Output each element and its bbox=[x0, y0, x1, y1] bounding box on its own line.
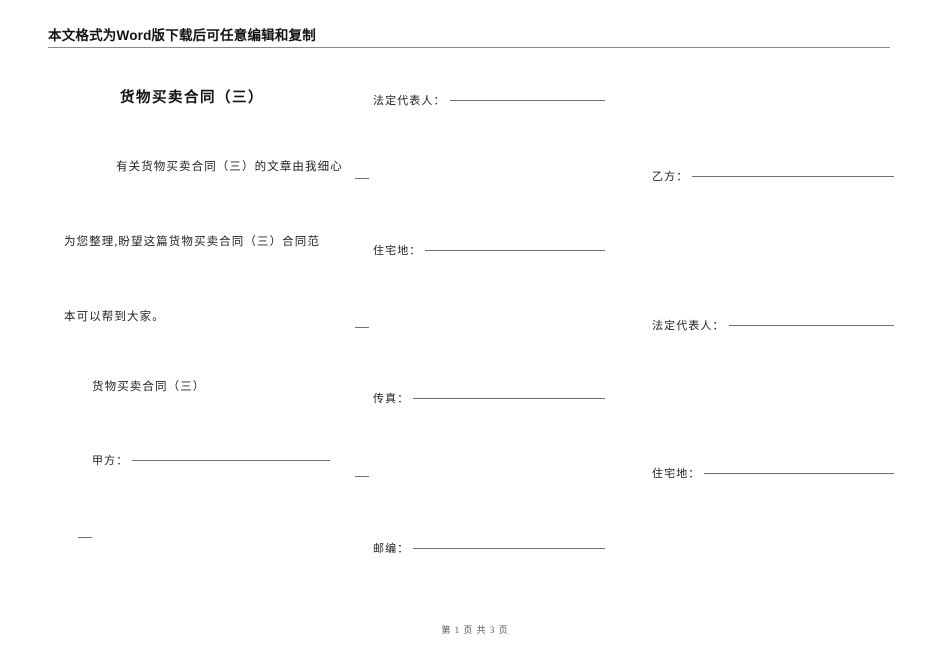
field-address-b[interactable]: 住宅地： bbox=[652, 465, 894, 481]
field-fax-a[interactable]: 传真： bbox=[373, 390, 605, 406]
field-address-b-blank[interactable] bbox=[704, 473, 894, 474]
field-postcode-a-label: 邮编： bbox=[373, 543, 410, 555]
field-address-a-label: 住宅地： bbox=[373, 245, 422, 257]
field-legal-rep-b-label: 法定代表人： bbox=[652, 320, 725, 332]
field-postcode-a-blank[interactable] bbox=[413, 548, 605, 549]
header-divider bbox=[48, 46, 890, 48]
document-footer: 第 1 页 共 3 页 bbox=[0, 620, 950, 638]
page-number-text: 第 1 页 共 3 页 bbox=[441, 625, 509, 635]
intro-line-2: 为您整理,盼望这篇货物买卖合同（三）合同范 bbox=[64, 236, 320, 248]
fax-a-blank-continuation bbox=[355, 476, 369, 477]
field-fax-a-blank[interactable] bbox=[413, 398, 605, 399]
field-address-a-blank[interactable] bbox=[425, 250, 605, 251]
field-address-b-label: 住宅地： bbox=[652, 468, 701, 480]
field-party-a[interactable]: 甲方： bbox=[92, 452, 330, 468]
field-legal-rep-a-label: 法定代表人： bbox=[373, 95, 446, 107]
intro-line-3: 本可以帮到大家。 bbox=[64, 311, 165, 323]
field-party-b-blank[interactable] bbox=[692, 176, 894, 177]
intro-line-1: 有关货物买卖合同（三）的文章由我细心 bbox=[116, 161, 343, 173]
document-body: 货物买卖合同（三） 有关货物买卖合同（三）的文章由我细心 为您整理,盼望这篇货物… bbox=[0, 70, 950, 600]
field-legal-rep-a[interactable]: 法定代表人： bbox=[373, 92, 605, 108]
field-fax-a-label: 传真： bbox=[373, 393, 410, 405]
field-party-b[interactable]: 乙方： bbox=[652, 168, 894, 184]
page-title: 货物买卖合同（三） bbox=[120, 90, 264, 106]
field-postcode-a[interactable]: 邮编： bbox=[373, 540, 605, 556]
field-party-a-label: 甲方： bbox=[92, 455, 129, 467]
party-a-blank-continuation bbox=[78, 537, 92, 538]
address-a-blank-continuation bbox=[355, 327, 369, 328]
header-notice-text: 本文格式为Word版下载后可任意编辑和复制 bbox=[48, 28, 316, 43]
field-legal-rep-b-blank[interactable] bbox=[728, 325, 894, 326]
field-party-b-label: 乙方： bbox=[652, 171, 689, 183]
field-address-a[interactable]: 住宅地： bbox=[373, 242, 605, 258]
field-legal-rep-a-blank[interactable] bbox=[449, 100, 605, 101]
field-legal-rep-b[interactable]: 法定代表人： bbox=[652, 317, 894, 333]
section-title: 货物买卖合同（三） bbox=[92, 381, 206, 393]
field-party-a-blank[interactable] bbox=[132, 460, 330, 461]
document-header: 本文格式为Word版下载后可任意编辑和复制 bbox=[48, 28, 890, 48]
legal-rep-a-blank-continuation bbox=[355, 178, 369, 179]
